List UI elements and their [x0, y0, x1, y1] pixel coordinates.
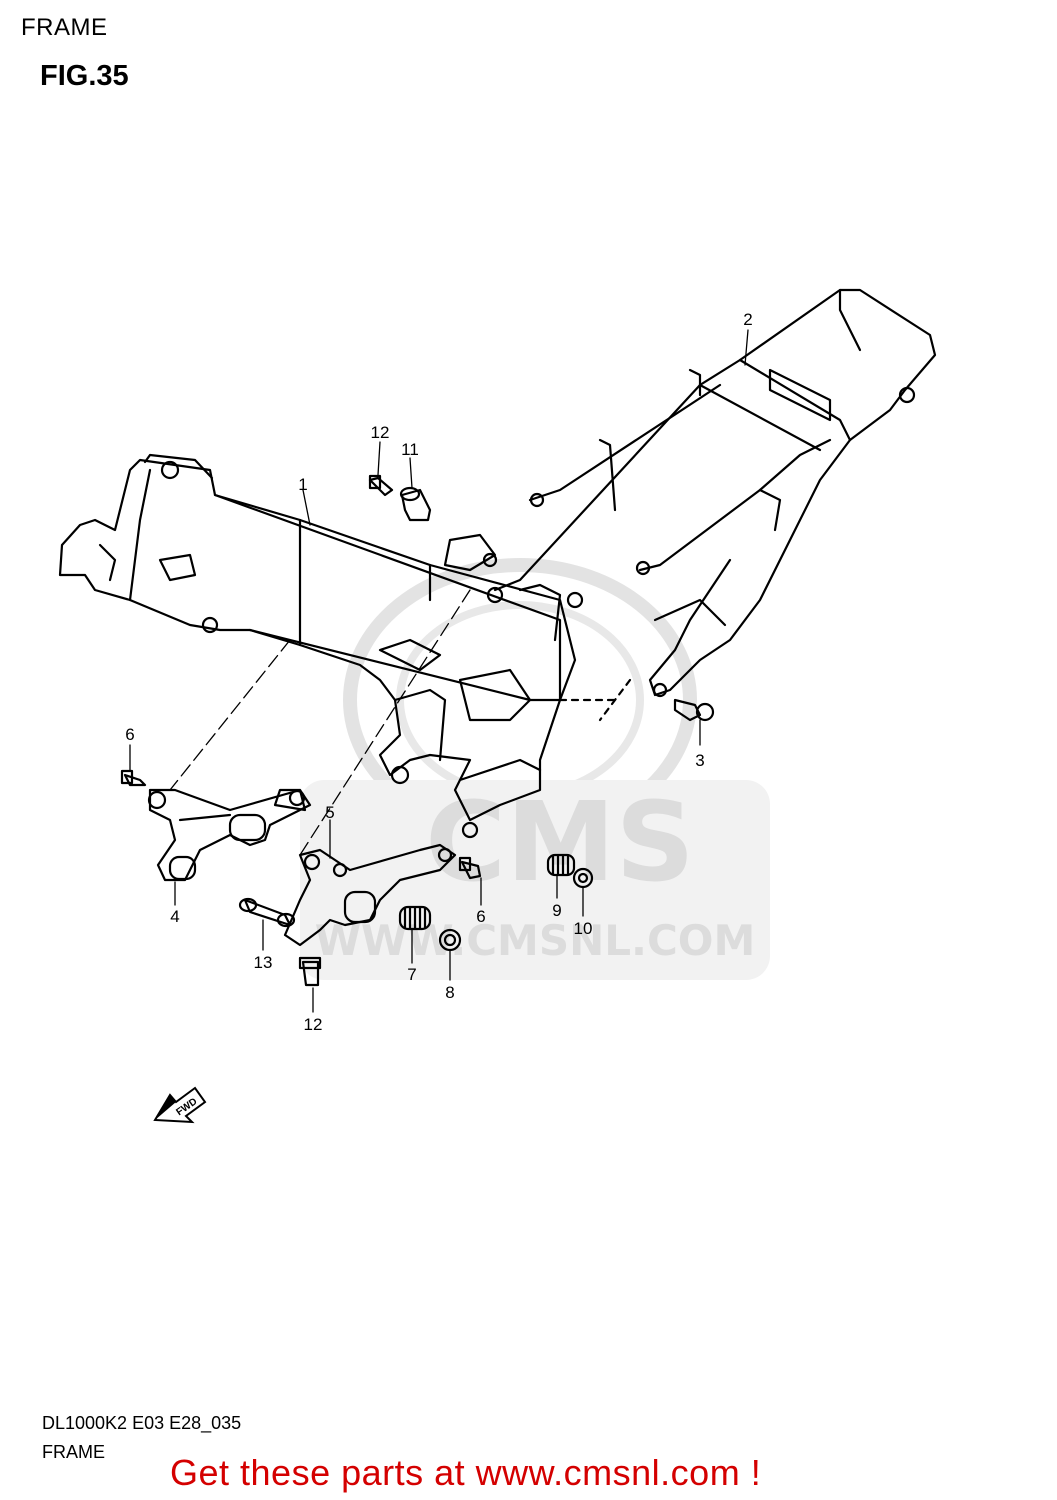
callout-6-left: 6 — [125, 725, 134, 744]
callout-11: 11 — [401, 440, 419, 459]
callout-9: 9 — [552, 901, 561, 920]
footrest-bracket-right — [283, 843, 457, 947]
bolt-3 — [673, 698, 715, 722]
footrest-bracket-left — [147, 788, 312, 882]
callout-1: 1 — [298, 475, 307, 494]
callout-12-top: 12 — [371, 423, 390, 442]
callout-8: 8 — [445, 983, 454, 1002]
bolt-12-bottom — [298, 956, 322, 987]
callout-6-right: 6 — [476, 907, 485, 926]
fwd-arrow-icon: FWD — [153, 1086, 207, 1124]
leader-lines — [129, 329, 749, 1013]
rear-subframe — [486, 288, 937, 722]
callout-4: 4 — [170, 907, 179, 926]
callout-12-bottom: 12 — [304, 1015, 323, 1034]
bolt-12-top — [368, 474, 394, 497]
collar-11 — [399, 486, 432, 522]
nut-10 — [572, 867, 594, 889]
figure-title: FIG.35 — [40, 60, 129, 92]
callout-5: 5 — [325, 803, 334, 822]
spacer-13 — [238, 897, 296, 928]
bolt-6-left — [120, 769, 147, 787]
get-parts-link[interactable]: Get these parts at www.cmsnl.com ! — [170, 1452, 762, 1493]
callout-2: 2 — [743, 310, 752, 329]
watermark-brand: CMS — [425, 778, 694, 906]
spring-9 — [546, 853, 576, 877]
main-frame — [58, 453, 622, 839]
callout-10: 10 — [574, 919, 593, 938]
callout-3: 3 — [695, 751, 704, 770]
watermark-url: WWW.CMSNL.COM — [315, 916, 756, 965]
spring-7 — [398, 905, 432, 931]
bolt-6-right — [458, 856, 482, 880]
callout-13: 13 — [254, 953, 273, 972]
model-code: DL1000K2 E03 E28_035 — [42, 1413, 242, 1433]
callout-7: 7 — [407, 965, 416, 984]
header-title: FRAME — [21, 14, 108, 41]
footer-frame-name: FRAME — [42, 1442, 105, 1462]
